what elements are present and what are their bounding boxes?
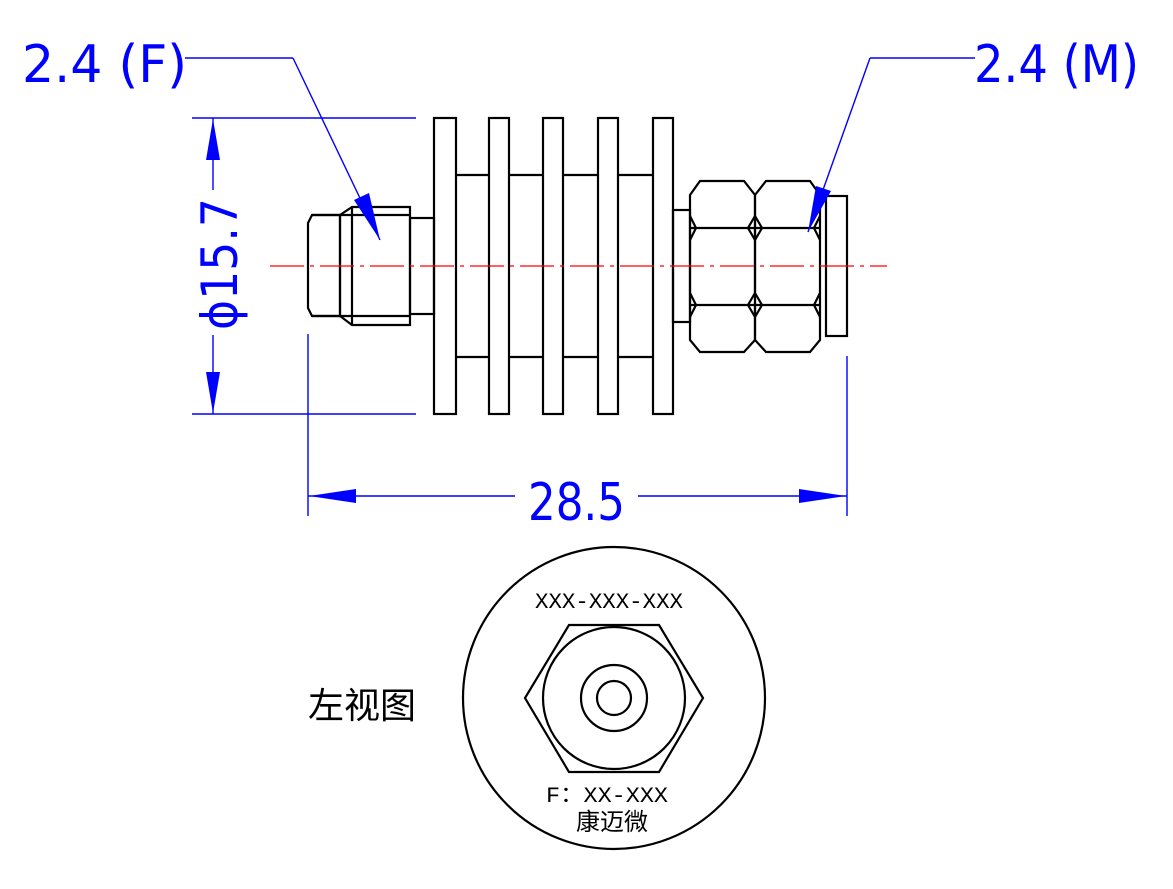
left-view	[461, 545, 767, 851]
diameter-arrow-bottom	[206, 372, 220, 413]
length-dimension	[307, 334, 848, 516]
diameter-dimension	[192, 117, 416, 415]
leader-female-arrow	[354, 193, 380, 240]
leader-female	[185, 57, 381, 241]
connector-left-label: 2.4 (F)	[22, 35, 187, 95]
diameter-arrow-top	[206, 119, 220, 160]
part-number-marking: XXX-XXX-XXX	[535, 590, 683, 615]
brand-marking: 康迈微	[576, 808, 648, 836]
left-view-pin	[595, 679, 633, 717]
leader-male-arrow	[808, 186, 831, 232]
length-arrow-right	[799, 489, 846, 503]
left-view-hex-nut	[523, 623, 705, 774]
connector-right-label: 2.4 (M)	[974, 35, 1139, 95]
diameter-dimension-text: ϕ15.7	[191, 198, 249, 330]
left-view-inner-ring	[541, 625, 687, 771]
length-arrow-left	[309, 489, 356, 503]
left-view-dielectric	[579, 663, 649, 733]
length-dimension-text: 28.5	[528, 473, 625, 533]
dimensions	[185, 57, 975, 516]
left-view-title: 左视图	[308, 686, 416, 727]
leader-male	[807, 57, 975, 233]
frequency-marking: F：XX-XXX	[546, 784, 668, 809]
left-view-outer-circle	[461, 545, 767, 851]
